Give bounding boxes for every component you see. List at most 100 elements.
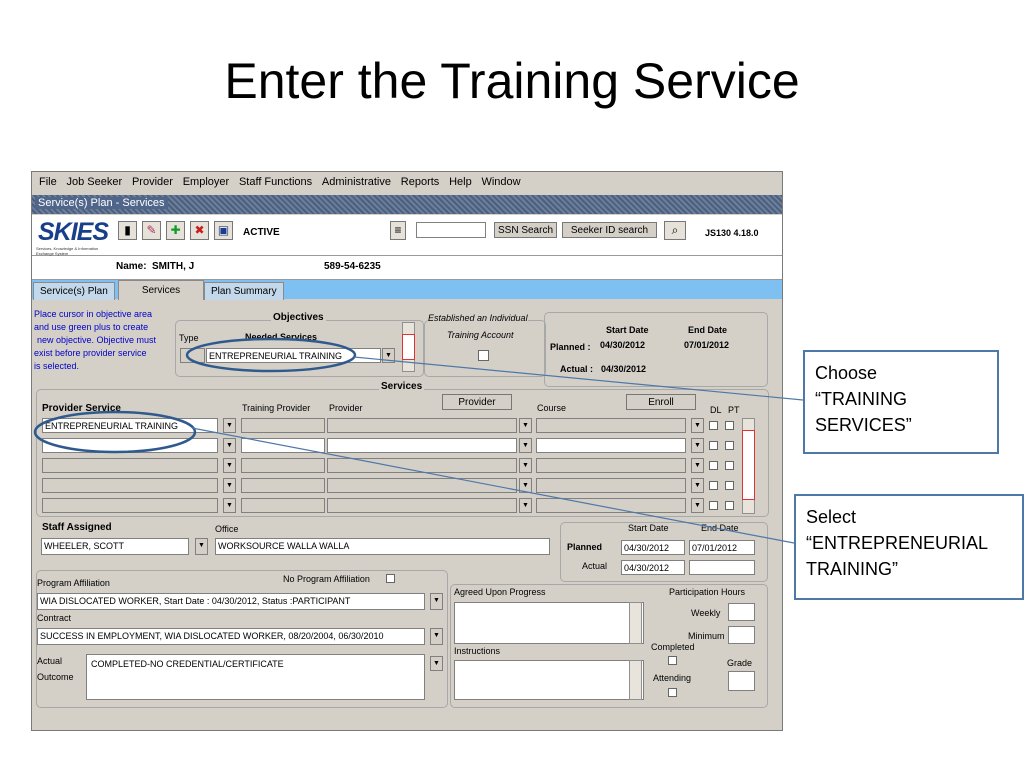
dl-checkbox[interactable] — [709, 481, 718, 490]
provider-dropdown[interactable]: ▼ — [519, 498, 532, 513]
pt-checkbox[interactable] — [725, 501, 734, 510]
dl-checkbox[interactable] — [709, 421, 718, 430]
provider-service-field[interactable] — [42, 478, 218, 493]
weekly-hours-field[interactable] — [728, 603, 755, 621]
no-program-affiliation-checkbox[interactable] — [386, 574, 395, 583]
training-provider-field — [241, 498, 325, 513]
status-label: ACTIVE — [243, 227, 280, 238]
program-affiliation-dropdown[interactable]: ▼ — [430, 593, 443, 610]
tab-services[interactable]: Services — [118, 280, 204, 300]
menu-help[interactable]: Help — [449, 176, 472, 188]
provider-dropdown[interactable]: ▼ — [519, 478, 532, 493]
dl-checkbox[interactable] — [709, 501, 718, 510]
provider-service-dropdown[interactable]: ▼ — [223, 418, 236, 433]
staff-assigned-dropdown[interactable]: ▼ — [195, 538, 208, 555]
instruction-note: Place cursor in objective area and use g… — [34, 308, 156, 373]
services-scroll-thumb[interactable] — [742, 430, 755, 500]
save-icon[interactable]: ▣ — [214, 221, 233, 240]
provider-service-field[interactable] — [42, 438, 218, 453]
service-actual-end-field[interactable] — [689, 560, 755, 575]
provider-dropdown[interactable]: ▼ — [519, 458, 532, 473]
agreed-upon-progress-scrollbar[interactable] — [629, 602, 642, 644]
program-affiliation-field[interactable]: WIA DISLOCATED WORKER, Start Date : 04/3… — [37, 593, 425, 610]
service-end-date-label: End Date — [701, 523, 739, 533]
menu-staff-functions[interactable]: Staff Functions — [238, 176, 313, 188]
provider-field[interactable] — [327, 438, 517, 453]
dl-checkbox[interactable] — [709, 441, 718, 450]
course-dropdown[interactable]: ▼ — [691, 478, 704, 493]
provider-button[interactable]: Provider — [442, 394, 512, 410]
notes-icon[interactable]: ≡ — [390, 221, 406, 240]
instructions-scrollbar[interactable] — [629, 660, 642, 700]
note-line: is selected. — [34, 361, 80, 371]
pt-checkbox[interactable] — [725, 481, 734, 490]
instructions-field[interactable] — [454, 660, 644, 700]
course-dropdown[interactable]: ▼ — [691, 418, 704, 433]
provider-header: Provider — [329, 403, 363, 413]
menu-provider[interactable]: Provider — [131, 176, 173, 188]
objective-type-field[interactable] — [180, 348, 205, 363]
provider-dropdown[interactable]: ▼ — [519, 438, 532, 453]
actual-outcome-field[interactable]: COMPLETED-NO CREDENTIAL/CERTIFICATE — [86, 654, 425, 700]
provider-service-field[interactable] — [42, 498, 218, 513]
agreed-upon-progress-field[interactable] — [454, 602, 644, 644]
ssn-input[interactable] — [416, 222, 486, 238]
window-title-bar: Service(s) Plan - Services — [32, 195, 782, 214]
delete-icon[interactable]: ✖ — [190, 221, 209, 240]
grade-field[interactable] — [728, 671, 755, 691]
provider-service-field[interactable] — [42, 458, 218, 473]
service-planned-start-field[interactable]: 04/30/2012 — [621, 540, 685, 555]
provider-dropdown[interactable]: ▼ — [519, 418, 532, 433]
callout-line: Choose — [815, 363, 878, 383]
menu-file[interactable]: File — [39, 176, 57, 188]
staff-assigned-field[interactable]: WHEELER, SCOTT — [41, 538, 189, 555]
needed-services-field[interactable]: ENTREPRENEURIAL TRAINING — [206, 348, 381, 363]
course-dropdown[interactable]: ▼ — [691, 438, 704, 453]
contract-field[interactable]: SUCCESS IN EMPLOYMENT, WIA DISLOCATED WO… — [37, 628, 425, 645]
tab-service-plan[interactable]: Service(s) Plan — [33, 282, 115, 300]
actual-outcome-dropdown[interactable]: ▼ — [430, 656, 443, 671]
contract-dropdown[interactable]: ▼ — [430, 628, 443, 645]
seeker-id-search-button[interactable]: Seeker ID search — [562, 222, 657, 238]
course-dropdown[interactable]: ▼ — [691, 458, 704, 473]
menu-administrative[interactable]: Administrative — [321, 176, 391, 188]
objectives-scroll-thumb[interactable] — [402, 334, 415, 360]
actual-outcome-label-1: Actual — [37, 656, 63, 666]
edit-icon[interactable]: ✎ — [142, 221, 161, 240]
attending-label: Attending — [653, 673, 692, 683]
pt-checkbox[interactable] — [725, 461, 734, 470]
training-provider-field[interactable] — [241, 438, 325, 453]
enroll-button[interactable]: Enroll — [626, 394, 696, 410]
binoculars-icon[interactable]: ⌕ — [664, 221, 686, 240]
add-plus-icon[interactable]: ✚ — [166, 221, 185, 240]
completed-checkbox[interactable] — [668, 656, 677, 665]
dl-checkbox[interactable] — [709, 461, 718, 470]
provider-service-dropdown[interactable]: ▼ — [223, 438, 236, 453]
door-exit-icon[interactable]: ▮ — [118, 221, 137, 240]
service-actual-start-field[interactable]: 04/30/2012 — [621, 560, 685, 575]
provider-service-dropdown[interactable]: ▼ — [223, 498, 236, 513]
ita-checkbox[interactable] — [478, 350, 489, 361]
needed-services-dropdown[interactable]: ▼ — [382, 348, 395, 363]
provider-service-dropdown[interactable]: ▼ — [223, 458, 236, 473]
menu-employer[interactable]: Employer — [182, 176, 230, 188]
callout-line: SERVICES” — [815, 415, 912, 435]
menu-job-seeker[interactable]: Job Seeker — [66, 176, 123, 188]
ssn-search-button[interactable]: SSN Search — [494, 222, 557, 238]
ita-label-2: Training Account — [447, 330, 514, 340]
tab-plan-summary[interactable]: Plan Summary — [204, 282, 284, 300]
service-planned-end-field[interactable]: 07/01/2012 — [689, 540, 755, 555]
minimum-hours-field[interactable] — [728, 626, 755, 644]
menu-window[interactable]: Window — [481, 176, 521, 188]
attending-checkbox[interactable] — [668, 688, 677, 697]
course-field[interactable] — [536, 438, 686, 453]
provider-service-dropdown[interactable]: ▼ — [223, 478, 236, 493]
provider-service-field[interactable]: ENTREPRENEURIAL TRAINING — [42, 418, 218, 433]
pt-checkbox[interactable] — [725, 441, 734, 450]
course-dropdown[interactable]: ▼ — [691, 498, 704, 513]
office-field[interactable]: WORKSOURCE WALLA WALLA — [215, 538, 550, 555]
pt-checkbox[interactable] — [725, 421, 734, 430]
menu-reports[interactable]: Reports — [400, 176, 440, 188]
objectives-heading: Objectives — [271, 312, 326, 323]
logo-text: SKIES — [38, 218, 109, 246]
